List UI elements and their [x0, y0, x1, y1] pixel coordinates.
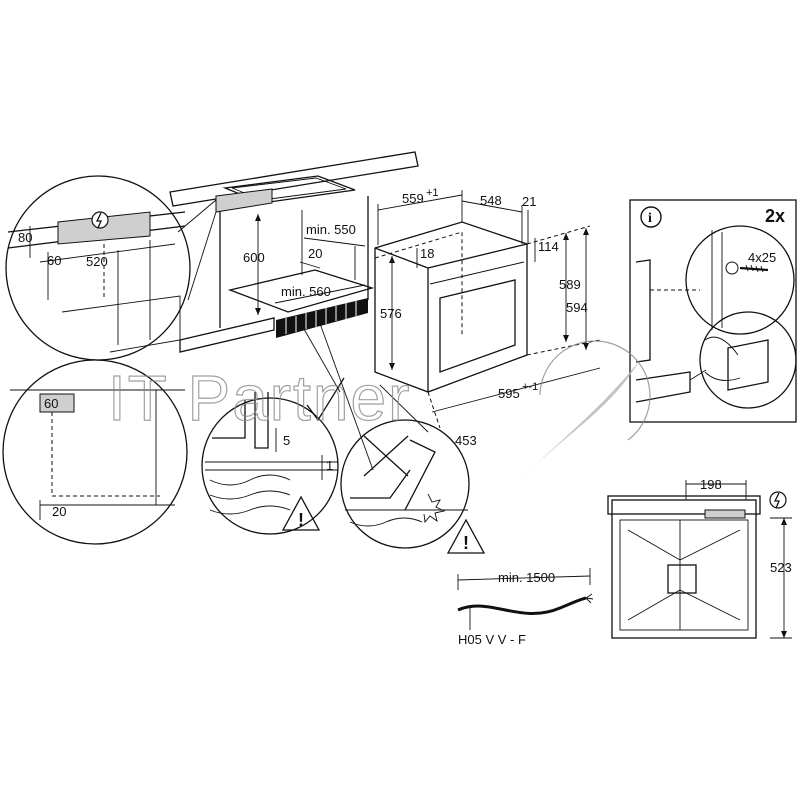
dim-198: 198 — [700, 477, 722, 492]
dim-20-top: 20 — [308, 246, 322, 261]
dim-559-tolerance: +1 — [426, 187, 439, 199]
dim-523: 523 — [770, 560, 792, 575]
check-mark-icon — [306, 377, 345, 422]
dimension-lines — [255, 190, 601, 433]
dim-453: 453 — [455, 433, 477, 448]
screw-icon — [725, 261, 769, 275]
svg-text:i: i — [648, 211, 652, 226]
warning-icon: ! — [446, 518, 486, 554]
dim-595-tolerance: +-1 — [522, 381, 538, 393]
svg-text:!: ! — [298, 510, 304, 530]
dim-576: 576 — [380, 306, 402, 321]
detail-circle-side-gap: 60 20 — [2, 359, 188, 545]
svg-text:!: ! — [463, 533, 469, 553]
cable-type-label: H05 V V - F — [458, 632, 526, 647]
dim-548: 548 — [480, 193, 502, 208]
dim-600: 600 — [243, 250, 265, 265]
dim-5: 5 — [283, 433, 290, 448]
info-panel-fixing: i 2x 4x25 — [629, 199, 797, 423]
dim-114: 114 — [538, 239, 559, 254]
detail-circle-incorrect — [340, 419, 470, 549]
electric-hazard-icon — [91, 211, 109, 229]
detail-circle-electrical: 80 60 520 — [5, 175, 191, 361]
watermark-text: IT Partner — [108, 362, 411, 434]
watermark: IT Partner — [107, 340, 651, 480]
worktop-cabinet — [169, 151, 419, 471]
dim-21: 21 — [522, 194, 536, 209]
dim-520: 520 — [86, 254, 108, 269]
dim-594: 594 — [566, 300, 588, 315]
electric-hazard-icon — [769, 491, 787, 509]
screw-size: 4x25 — [748, 250, 776, 265]
mains-cable: min. 1500 H05 V V - F — [457, 568, 594, 647]
top-view-cable-position: 198 523 — [607, 477, 792, 639]
dim-60-left: 60 — [47, 253, 61, 268]
warning-icon: ! — [281, 495, 321, 531]
fixing-count: 2x — [765, 206, 785, 226]
impact-star-icon — [423, 493, 446, 524]
dim-18: 18 — [420, 246, 434, 261]
dim-595: 595 — [498, 386, 520, 401]
cross-mark-icon — [363, 435, 409, 477]
dim-min-1500: min. 1500 — [498, 570, 555, 585]
info-icon: i — [640, 206, 662, 228]
dim-559: 559 — [402, 191, 424, 206]
detail-circle-correct: 5 1 — [201, 377, 345, 535]
dim-80: 80 — [18, 230, 32, 245]
dim-589: 589 — [559, 277, 581, 292]
dim-1: 1 — [326, 458, 333, 473]
dim-min-560: min. 560 — [281, 284, 331, 299]
dimension-labels: 600 min. 550 20 min. 560 559 +1 548 21 1… — [243, 187, 588, 448]
dim-20-inset: 20 — [52, 504, 66, 519]
dim-60-inset: 60 — [44, 396, 58, 411]
dim-min-550: min. 550 — [306, 222, 356, 237]
